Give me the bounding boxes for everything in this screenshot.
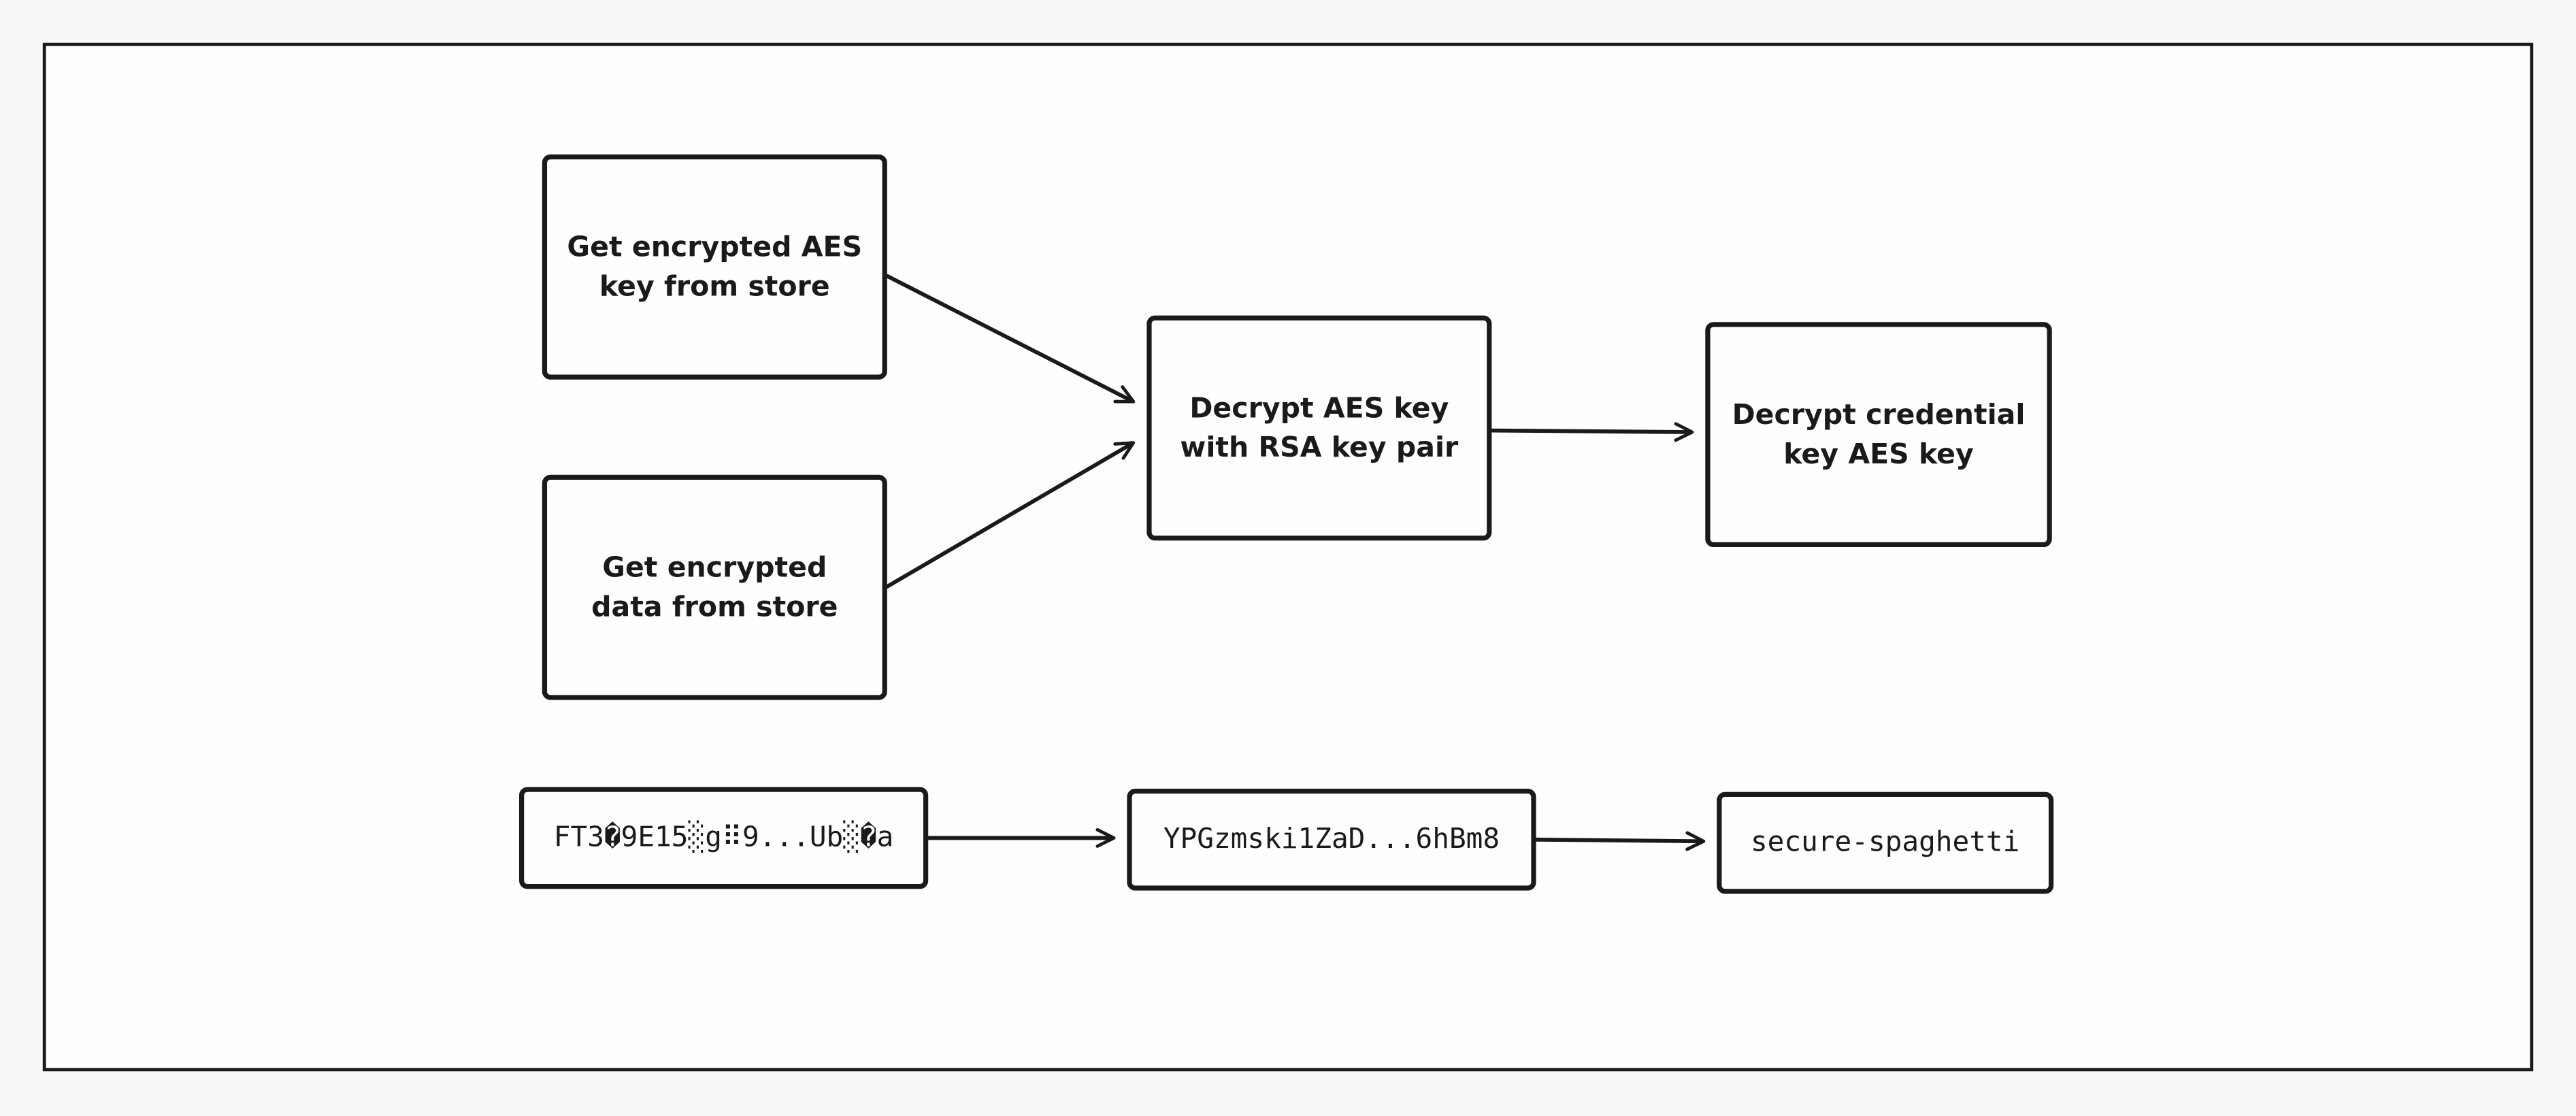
diagram-frame — [42, 42, 2534, 1072]
step-get-data: Get encrypted data from store — [542, 474, 887, 700]
arrow-aes-key-to-credential — [1534, 831, 1706, 851]
value-aes-key: YPGzmski1ZaD...6hBm8 — [1127, 788, 1536, 891]
value-aes-key-text: YPGzmski1ZaD...6hBm8 — [1163, 823, 1500, 856]
arrow-aes-key-to-decrypt — [885, 274, 1136, 404]
arrow-decrypt-to-credential — [1489, 422, 1694, 442]
arrow-data-to-decrypt — [885, 441, 1136, 589]
step-get-aes-key: Get encrypted AES key from store — [542, 154, 887, 380]
step-decrypt-credential-label: Decrypt credential key AES key — [1732, 398, 2026, 471]
value-encrypted-data-text: FT3�9E15░g⠿9...Ub░�a — [553, 821, 894, 855]
step-decrypt-credential: Decrypt credential key AES key — [1705, 322, 2052, 548]
step-get-data-label: Get encrypted data from store — [591, 551, 838, 624]
step-decrypt-aes-key: Decrypt AES key with RSA key pair — [1146, 315, 1492, 541]
value-credential: secure-spaghetti — [1717, 791, 2054, 894]
step-get-aes-key-label: Get encrypted AES key from store — [567, 231, 863, 303]
step-decrypt-aes-key-label: Decrypt AES key with RSA key pair — [1180, 391, 1459, 465]
value-credential-text: secure-spaghetti — [1750, 826, 2020, 859]
value-encrypted-data: FT3�9E15░g⠿9...Ub░�a — [518, 787, 929, 889]
